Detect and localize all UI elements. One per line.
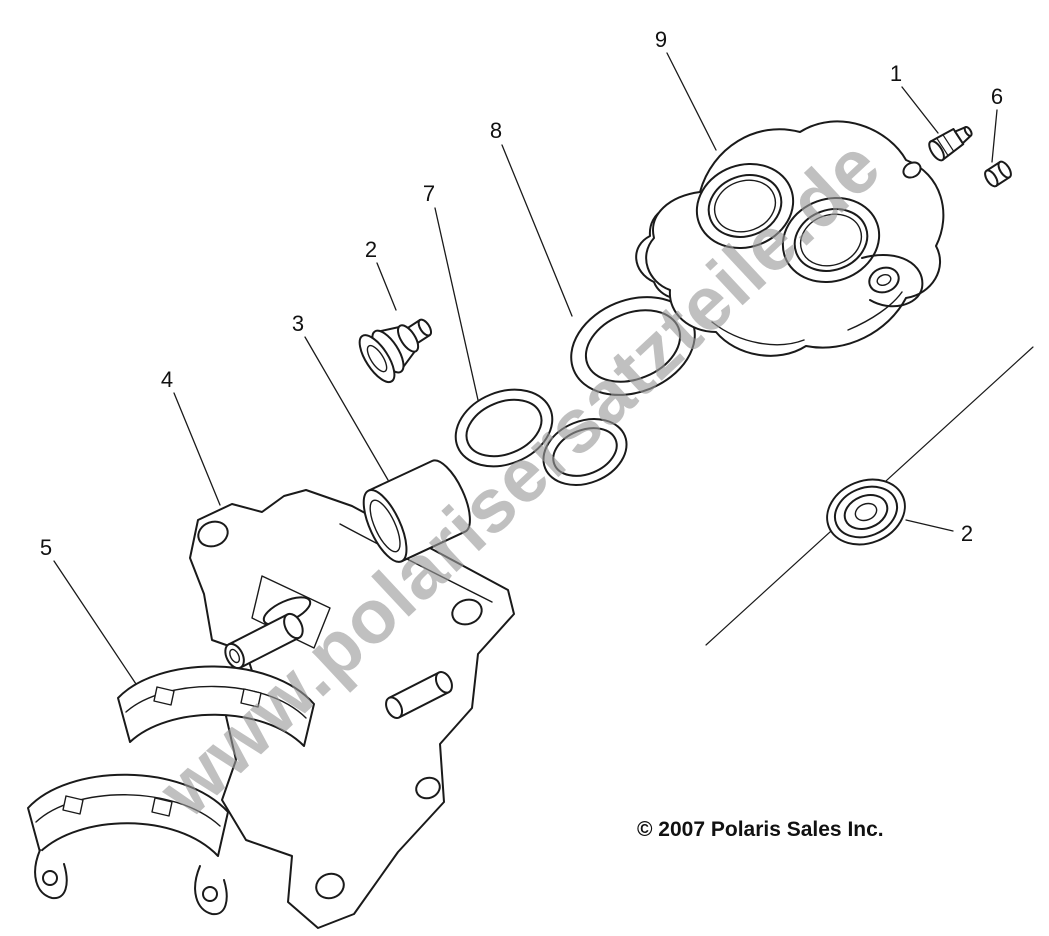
copyright-text: © 2007 Polaris Sales Inc. — [637, 818, 884, 841]
bolt-hole — [451, 598, 483, 626]
dust-boot-seal-right — [826, 478, 906, 546]
piston-bore — [695, 162, 795, 250]
caliper-body — [635, 120, 945, 357]
mounting-bracket — [189, 489, 515, 929]
mount-hole — [868, 266, 900, 294]
guide-pin — [385, 670, 453, 720]
caliper-ear — [861, 253, 924, 308]
leader-line-7 — [434, 207, 479, 401]
callout-label-2: 2 — [364, 237, 378, 262]
callout-label-3: 3 — [291, 311, 305, 336]
dust-seal-ring — [570, 296, 696, 396]
callout-label-1: 1 — [889, 61, 903, 86]
leader-line-4 — [173, 392, 221, 506]
guide-pin — [224, 612, 304, 670]
callout-label-7: 7 — [422, 181, 436, 206]
callout-label-9: 9 — [654, 27, 668, 52]
bleeder-cap — [984, 160, 1012, 188]
leader-line-2 — [905, 519, 954, 532]
leader-line-8 — [501, 144, 573, 317]
bolt-hole — [415, 776, 441, 800]
bleeder-screw — [928, 125, 973, 162]
leader-line-5 — [53, 560, 137, 685]
leader-line-1 — [901, 86, 939, 134]
callout-label-6: 6 — [990, 84, 1004, 109]
leader-line-9 — [666, 52, 717, 151]
brake-pad-outer — [27, 773, 229, 916]
callout-label-2: 2 — [960, 521, 974, 546]
leader-line-3 — [304, 336, 389, 481]
leader-lines — [53, 52, 998, 685]
piston-seal-ring — [542, 418, 628, 486]
brake-piston — [362, 459, 471, 563]
piston-seal-ring — [454, 388, 554, 468]
dust-boot-seal-upper — [358, 318, 433, 384]
leader-line-2 — [376, 262, 397, 311]
bleeder-boss — [902, 161, 922, 179]
bolt-hole — [315, 872, 345, 900]
callout-label-8: 8 — [489, 118, 503, 143]
brake-pad-inner — [117, 665, 315, 747]
callout-label-4: 4 — [160, 367, 174, 392]
bolt-hole — [197, 520, 229, 548]
piston-bore — [781, 196, 881, 284]
leader-line-6 — [991, 109, 998, 163]
callout-label-5: 5 — [39, 535, 53, 560]
